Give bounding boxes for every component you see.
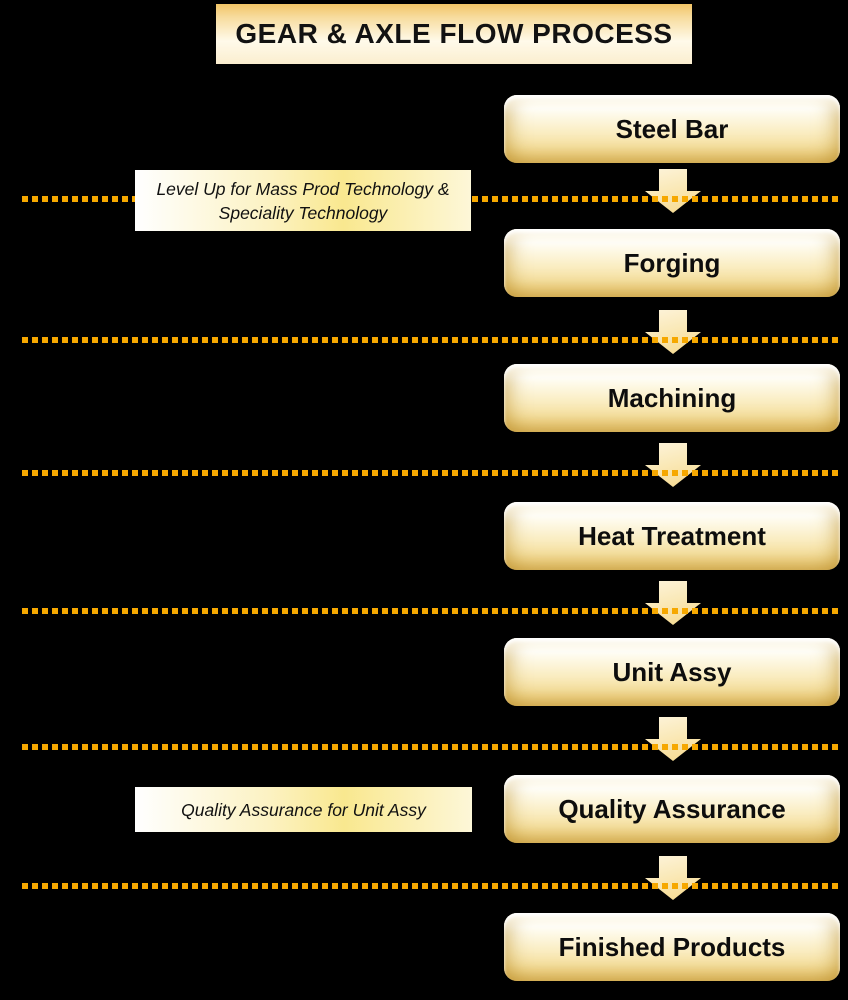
step-label: Finished Products xyxy=(558,931,786,962)
phase-divider-4 xyxy=(22,608,838,614)
step-label: Quality Assurance xyxy=(558,793,786,824)
annotation-text: Quality Assurance for Unit Assy xyxy=(181,799,426,820)
process-step-steel-bar: Steel Bar xyxy=(504,95,840,163)
annotation-mass-prod-technology: Level Up for Mass Prod Technology & Spec… xyxy=(135,170,471,231)
process-step-unit-assy: Unit Assy xyxy=(504,638,840,706)
step-label: Steel Bar xyxy=(615,113,729,144)
diagram-title-banner: GEAR & AXLE FLOW PROCESS xyxy=(216,4,692,64)
process-step-forging: Forging xyxy=(504,229,840,297)
down-arrow-icon xyxy=(645,581,701,625)
phase-divider-5 xyxy=(22,744,838,750)
down-arrow-icon xyxy=(645,169,701,213)
step-label: Machining xyxy=(607,382,737,413)
step-label: Unit Assy xyxy=(612,656,732,687)
down-arrow-icon xyxy=(645,717,701,761)
process-step-heat-treatment: Heat Treatment xyxy=(504,502,840,570)
process-step-machining: Machining xyxy=(504,364,840,432)
down-arrow-icon xyxy=(645,443,701,487)
phase-divider-2 xyxy=(22,337,838,343)
annotation-text: Level Up for Mass Prod Technology & Spec… xyxy=(156,178,450,223)
process-step-finished-products: Finished Products xyxy=(504,913,840,981)
step-label: Heat Treatment xyxy=(578,520,766,551)
phase-divider-3 xyxy=(22,470,838,476)
phase-divider-6 xyxy=(22,883,838,889)
down-arrow-icon xyxy=(645,310,701,354)
annotation-quality-assurance: Quality Assurance for Unit Assy xyxy=(135,787,472,832)
diagram-title: GEAR & AXLE FLOW PROCESS xyxy=(235,18,673,49)
step-label: Forging xyxy=(623,247,721,278)
process-step-quality-assurance: Quality Assurance xyxy=(504,775,840,843)
down-arrow-icon xyxy=(645,856,701,900)
